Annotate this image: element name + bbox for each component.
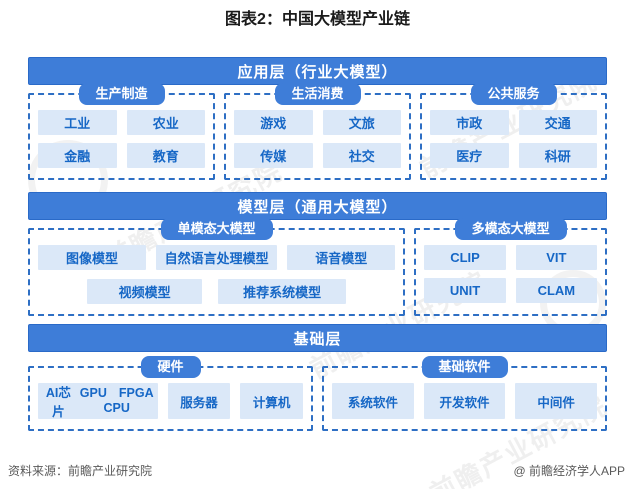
manufacturing-items: 工业 农业 金融 教育 xyxy=(38,110,205,168)
group-multi-modal: 多模态大模型 CLIP VIT UNIT CLAM xyxy=(414,218,607,316)
chip-top-row: GPU FPGA xyxy=(80,386,154,401)
item-speech-model: 语音模型 xyxy=(287,245,396,270)
item-recommendation-model: 推荐系统模型 xyxy=(218,279,347,304)
item-transport: 交通 xyxy=(518,110,597,135)
group-hardware: 硬件 AI芯片 GPU FPGA CPU xyxy=(28,356,313,431)
public-service-items: 市政 交通 医疗 科研 xyxy=(430,110,597,168)
chip-right-stack: GPU FPGA CPU xyxy=(80,386,154,416)
item-finance: 金融 xyxy=(38,143,117,168)
consumption-items: 游戏 文旅 传媒 社交 xyxy=(234,110,401,168)
item-dev-software: 开发软件 xyxy=(423,383,506,419)
item-education: 教育 xyxy=(126,143,205,168)
group-basic-software: 基础软件 系统软件 开发软件 中间件 xyxy=(322,356,607,431)
item-medical: 医疗 xyxy=(430,143,509,168)
layer-model: 模型层（通用大模型） 单模态大模型 图像模型 自然语言处理模型 语音模型 视频模… xyxy=(28,192,607,316)
group-consumption: 生活消费 游戏 文旅 传媒 社交 xyxy=(224,83,411,180)
source-note: 资料来源：前瞻产业研究院 xyxy=(8,464,153,478)
item-clam: CLAM xyxy=(515,278,597,303)
layer-foundation: 基础层 硬件 AI芯片 GPU FPGA CPU xyxy=(28,324,607,431)
group-label-hardware: 硬件 xyxy=(140,356,201,378)
item-industry: 工业 xyxy=(38,110,117,135)
group-label-basic-software: 基础软件 xyxy=(421,356,508,378)
group-label-manufacturing: 生产制造 xyxy=(78,83,165,105)
credit-note: @ 前瞻经济学人APP xyxy=(513,464,625,478)
group-manufacturing: 生产制造 工业 农业 金融 教育 xyxy=(28,83,215,180)
layer-header-application: 应用层（行业大模型） xyxy=(28,57,607,85)
item-research: 科研 xyxy=(518,143,597,168)
foundation-groups: 硬件 AI芯片 GPU FPGA CPU xyxy=(28,356,607,431)
item-agriculture: 农业 xyxy=(126,110,205,135)
item-gaming: 游戏 xyxy=(234,110,313,135)
model-groups: 单模态大模型 图像模型 自然语言处理模型 语音模型 视频模型 推荐系统模型 多模… xyxy=(28,218,607,316)
item-social: 社交 xyxy=(322,143,401,168)
chip-cpu-label: CPU xyxy=(103,401,130,415)
item-ai-chip-box: AI芯片 GPU FPGA CPU xyxy=(38,383,158,419)
footer: 资料来源：前瞻产业研究院 @ 前瞻经济学人APP xyxy=(8,462,625,479)
industry-chain-diagram: 应用层（行业大模型） 生产制造 工业 农业 金融 教育 生活消费 游戏 文旅 xyxy=(28,57,607,431)
item-municipal: 市政 xyxy=(430,110,509,135)
application-groups: 生产制造 工业 农业 金融 教育 生活消费 游戏 文旅 传媒 社交 xyxy=(28,83,607,180)
item-system-software: 系统软件 xyxy=(332,383,414,419)
chip-ai-label: AI芯片 xyxy=(45,386,71,419)
item-vit: VIT xyxy=(515,245,597,270)
single-modal-row2: 视频模型 推荐系统模型 xyxy=(38,279,395,304)
layer-header-model: 模型层（通用大模型） xyxy=(28,192,607,220)
item-unit: UNIT xyxy=(424,278,506,303)
item-culture-tourism: 文旅 xyxy=(322,110,401,135)
item-computer: 计算机 xyxy=(240,383,304,419)
group-single-modal: 单模态大模型 图像模型 自然语言处理模型 语音模型 视频模型 推荐系统模型 xyxy=(28,218,406,316)
single-modal-row1: 图像模型 自然语言处理模型 语音模型 xyxy=(38,245,396,270)
group-label-consumption: 生活消费 xyxy=(274,83,361,105)
hardware-items: AI芯片 GPU FPGA CPU 服务器 计算机 xyxy=(38,383,304,419)
item-clip: CLIP xyxy=(424,245,506,270)
item-nlp-model: 自然语言处理模型 xyxy=(156,245,278,270)
layer-header-foundation: 基础层 xyxy=(28,324,607,352)
item-image-model: 图像模型 xyxy=(38,245,147,270)
item-server: 服务器 xyxy=(167,383,231,419)
item-middleware: 中间件 xyxy=(515,383,598,419)
item-media: 传媒 xyxy=(234,143,313,168)
chip-fpga-label: FPGA xyxy=(118,386,154,400)
group-public-service: 公共服务 市政 交通 医疗 科研 xyxy=(420,83,607,180)
basic-software-items: 系统软件 开发软件 中间件 xyxy=(332,383,598,419)
group-label-public-service: 公共服务 xyxy=(470,83,557,105)
chip-gpu-label: GPU xyxy=(79,386,107,400)
group-label-single-modal: 单模态大模型 xyxy=(160,218,273,240)
chart-title: 图表2：中国大模型产业链 xyxy=(225,11,410,28)
item-video-model: 视频模型 xyxy=(87,279,203,304)
multi-modal-items: CLIP VIT UNIT CLAM xyxy=(424,245,597,303)
layer-application: 应用层（行业大模型） 生产制造 工业 农业 金融 教育 生活消费 游戏 文旅 xyxy=(28,57,607,180)
group-label-multi-modal: 多模态大模型 xyxy=(454,218,567,240)
